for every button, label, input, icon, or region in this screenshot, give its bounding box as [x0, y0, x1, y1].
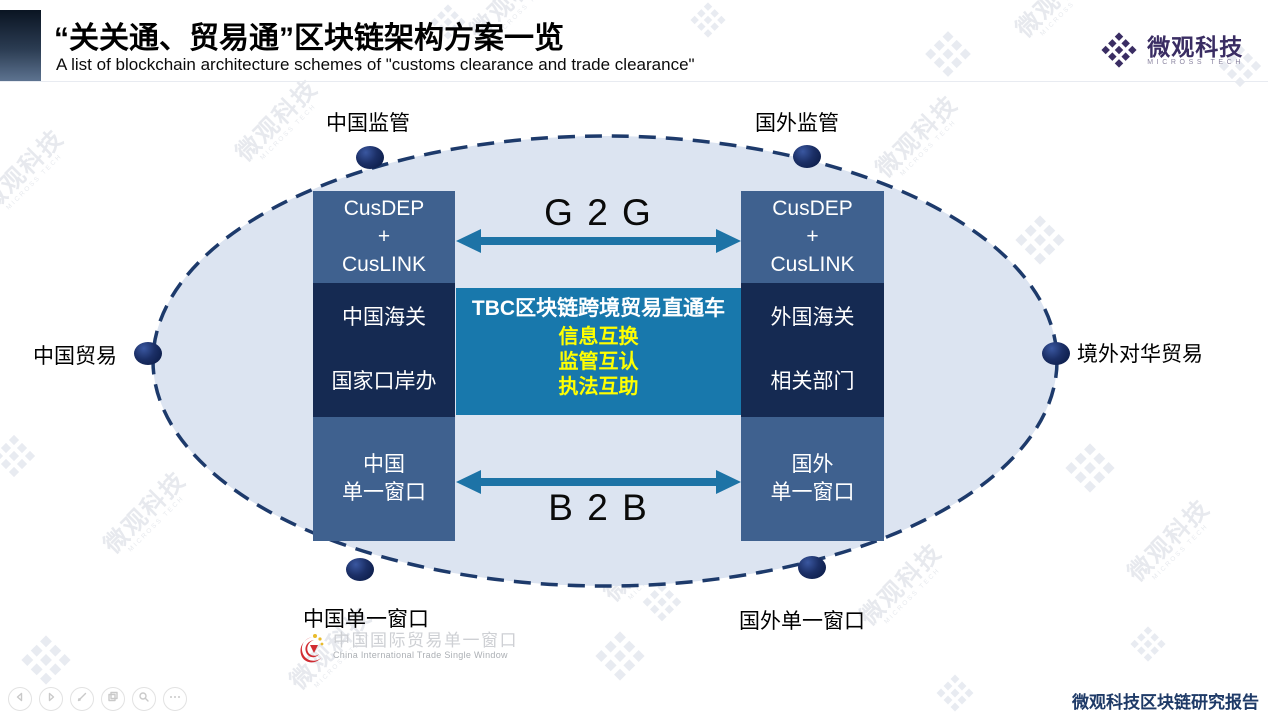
- citsw-logo: 中国国际贸易单一窗口 China International Trade Sin…: [298, 631, 518, 667]
- back-icon: [14, 690, 26, 708]
- node-dot-cn-regulator: [356, 146, 384, 169]
- toolbar-zoom-button[interactable]: [132, 687, 156, 711]
- dots-pattern-icon: [922, 28, 974, 80]
- node-dot-cn-trade: [134, 342, 162, 365]
- toolbar-slides-button[interactable]: [101, 687, 125, 711]
- brand-logo-icon: [1099, 30, 1139, 70]
- tbc-item: 监管互认: [558, 351, 639, 373]
- g2g-double-arrow-icon: [456, 229, 741, 253]
- node-dot-foreign-single-window: [798, 556, 826, 579]
- dots-pattern-icon: [592, 628, 648, 684]
- magnifier-icon: [138, 690, 150, 708]
- box-foreign-single-window: 国外 单一窗口: [741, 417, 884, 541]
- tbc-item: 信息互换: [558, 326, 639, 348]
- box-china-customs: 中国海关 国家口岸办: [313, 283, 455, 417]
- node-dot-overseas-trade: [1042, 342, 1070, 365]
- label-overseas-trade: 境外对华贸易: [1077, 343, 1203, 366]
- more-dots-icon: [168, 690, 182, 708]
- slides-icon: [107, 690, 119, 708]
- tbc-item: 执法互助: [558, 376, 639, 398]
- dots-pattern-icon: [934, 672, 976, 714]
- dots-pattern-icon: [1128, 624, 1168, 664]
- toolbar-forward-button[interactable]: [39, 687, 63, 711]
- label-cn-regulator: 中国监管: [326, 112, 410, 135]
- label-cn-single-window: 中国单一窗口: [303, 608, 429, 631]
- brand-logo: 微观科技 MICROSS TECH: [1099, 30, 1244, 70]
- label-foreign-single-window: 国外单一窗口: [739, 610, 865, 633]
- toolbar-pen-button[interactable]: [70, 687, 94, 711]
- viewer-toolbar: [8, 687, 187, 711]
- brand-logo-subtext: MICROSS TECH: [1147, 58, 1244, 66]
- box-cusdep-cuslink-left: CusDEP + CusLINK: [313, 191, 455, 283]
- toolbar-back-button[interactable]: [8, 687, 32, 711]
- citsw-emblem-icon: [300, 634, 324, 663]
- citsw-label-cn: 中国国际贸易单一窗口: [333, 631, 518, 650]
- dots-pattern-icon: [18, 632, 74, 688]
- box-cusdep-cuslink-right: CusDEP + CusLINK: [741, 191, 884, 283]
- label-g2g: G 2 G: [544, 192, 653, 233]
- citsw-label-en: China International Trade Single Window: [333, 650, 508, 660]
- brand-logo-text: 微观科技: [1147, 33, 1244, 60]
- header-divider: [0, 81, 1268, 82]
- b2b-double-arrow-icon: [456, 470, 741, 494]
- header-accent-block: [0, 10, 41, 81]
- toolbar-more-button[interactable]: [163, 687, 187, 711]
- pen-icon: [76, 690, 88, 708]
- label-cn-trade: 中国贸易: [33, 345, 117, 368]
- tbc-title: TBC区块链跨境贸易直通车: [471, 297, 726, 320]
- box-tbc-blockchain: TBC区块链跨境贸易直通车 信息互换 监管互认 执法互助: [456, 288, 741, 415]
- box-china-single-window: 中国 单一窗口: [313, 417, 455, 541]
- box-foreign-customs: 外国海关 相关部门: [741, 283, 884, 417]
- node-dot-foreign-regulator: [793, 145, 821, 168]
- label-b2b: B 2 B: [548, 487, 649, 528]
- dots-pattern-icon: [1062, 440, 1118, 496]
- page-title: “关关通、贸易通”区块链架构方案一览: [54, 22, 564, 55]
- page-subtitle: A list of blockchain architecture scheme…: [56, 55, 695, 74]
- node-dot-cn-single-window: [346, 558, 374, 581]
- report-footer-label: 微观科技区块链研究报告: [1072, 693, 1259, 712]
- dots-pattern-icon: [688, 0, 728, 40]
- forward-icon: [45, 690, 57, 708]
- dots-pattern-icon: [0, 432, 38, 480]
- label-foreign-regulator: 国外监管: [755, 112, 839, 135]
